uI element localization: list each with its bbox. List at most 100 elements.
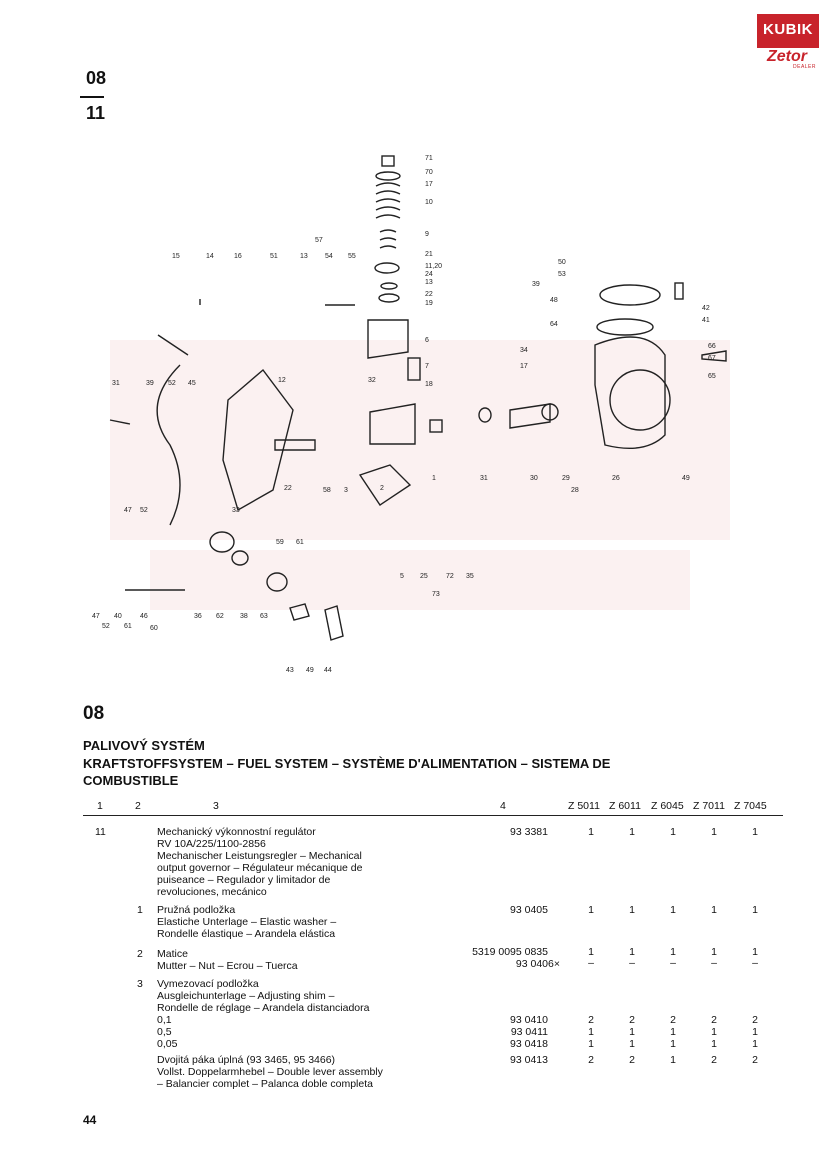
callout-label: 1 [432, 475, 436, 482]
row-part-number-alt: 93 0406× [515, 958, 560, 970]
row-qty-alt: – [588, 957, 594, 969]
row-qty: 1 [588, 946, 594, 958]
callout-label: 7 [425, 363, 429, 370]
callout-label: 59 [276, 539, 284, 546]
row-qty: 1 [588, 904, 594, 916]
row-qty: 1 [670, 946, 676, 958]
section-title-line1: KRAFTSTOFFSYSTEM – FUEL SYSTEM – SYSTÈME… [83, 756, 611, 771]
callout-label: 44 [324, 667, 332, 674]
callout-label: 13 [425, 279, 433, 286]
row-pos: 2 [137, 948, 143, 960]
callout-label: 60 [150, 625, 158, 632]
callout-label: 13 [300, 253, 308, 260]
row-qty: 2 [629, 1014, 635, 1026]
row-qty: 1 [711, 1038, 717, 1050]
callout-label: 16 [234, 253, 242, 260]
page-code-divider [80, 96, 104, 98]
callout-label: 51 [270, 253, 278, 260]
logo-brand: KUBIK [763, 21, 813, 38]
callout-label: 46 [140, 613, 148, 620]
callout-label: 22 [425, 291, 433, 298]
callout-label: 53 [558, 271, 566, 278]
logo-sub: Zetor [767, 48, 807, 65]
callout-label: 14 [206, 253, 214, 260]
callout-label: 49 [682, 475, 690, 482]
callout-label: 6 [425, 337, 429, 344]
col-header-model: Z 7011 [693, 800, 725, 812]
row-qty: 1 [711, 1026, 717, 1038]
callout-label: 63 [260, 613, 268, 620]
logo-dealer: DEALER [793, 64, 817, 70]
callout-label: 42 [702, 305, 710, 312]
section-title-multilingual: KRAFTSTOFFSYSTEM – FUEL SYSTEM – SYSTÈME… [83, 755, 723, 789]
row-qty: 1 [588, 826, 594, 838]
callout-label: 25 [420, 573, 428, 580]
row-qty: 2 [588, 1054, 594, 1066]
callout-label: 28 [571, 487, 579, 494]
logo-box: KUBIK [757, 14, 819, 48]
callout-label: 57 [315, 237, 323, 244]
callout-label: 31 [112, 380, 120, 387]
row-part-number: 93 0418 [510, 1038, 548, 1050]
col-header-model: Z 7045 [734, 800, 767, 812]
row-qty: 2 [711, 1014, 717, 1026]
row-part-number: 93 0410 [510, 1014, 548, 1026]
row-description: Dvojitá páka úplná (93 3465, 95 3466)Vol… [157, 1054, 383, 1090]
col-header-model: Z 5011 [568, 800, 600, 812]
callout-label: 61 [296, 539, 304, 546]
callout-label: 58 [323, 487, 331, 494]
callout-label: 40 [114, 613, 122, 620]
row-qty: 1 [588, 1038, 594, 1050]
row-qty: 1 [670, 1026, 676, 1038]
row-qty: 1 [629, 1026, 635, 1038]
callout-label: 34 [520, 347, 528, 354]
callout-label: 12 [278, 377, 286, 384]
callout-label: 30 [530, 475, 538, 482]
row-qty: 1 [711, 826, 717, 838]
callout-label: 35 [466, 573, 474, 580]
col-header-1: 1 [97, 800, 103, 812]
header-rule [83, 815, 783, 816]
callout-label: 39 [146, 380, 154, 387]
callout-label: 38 [240, 613, 248, 620]
row-part-number: 93 0413 [510, 1054, 548, 1066]
row-qty: 2 [670, 1014, 676, 1026]
col-header-model: Z 6011 [609, 800, 641, 812]
callout-label: 55 [348, 253, 356, 260]
callout-label: 47 [124, 507, 132, 514]
callout-label: 70 [425, 169, 433, 176]
callout-label: 31 [480, 475, 488, 482]
callout-label: 65 [708, 373, 716, 380]
callout-label: 72 [446, 573, 454, 580]
callout-label: 29 [562, 475, 570, 482]
callout-label: 71 [425, 155, 433, 162]
callout-label: 45 [188, 380, 196, 387]
callout-label: 48 [550, 297, 558, 304]
kubik-zetor-logo: KUBIK Zetor DEALER [757, 14, 819, 72]
callout-label: 18 [425, 381, 433, 388]
callout-label: 24 [425, 271, 433, 278]
row-qty: 2 [752, 1054, 758, 1066]
callout-label: 3 [344, 487, 348, 494]
row-qty: 2 [711, 1054, 717, 1066]
row-qty: 1 [629, 826, 635, 838]
callout-label: 22 [284, 485, 292, 492]
row-qty: 1 [670, 904, 676, 916]
col-header-4: 4 [500, 800, 506, 812]
callout-label: 41 [702, 317, 710, 324]
callout-label: 62 [216, 613, 224, 620]
callout-label: 5 [400, 573, 404, 580]
callout-label: 17 [425, 181, 433, 188]
row-qty-alt: – [711, 957, 717, 969]
page-code-top: 08 [86, 68, 107, 88]
callout-label: 50 [558, 259, 566, 266]
callout-label: 36 [194, 613, 202, 620]
row-qty: 2 [588, 1014, 594, 1026]
row-pos: 1 [137, 904, 143, 916]
row-qty: 1 [588, 1026, 594, 1038]
row-qty: 1 [752, 946, 758, 958]
callout-label: 73 [432, 591, 440, 598]
